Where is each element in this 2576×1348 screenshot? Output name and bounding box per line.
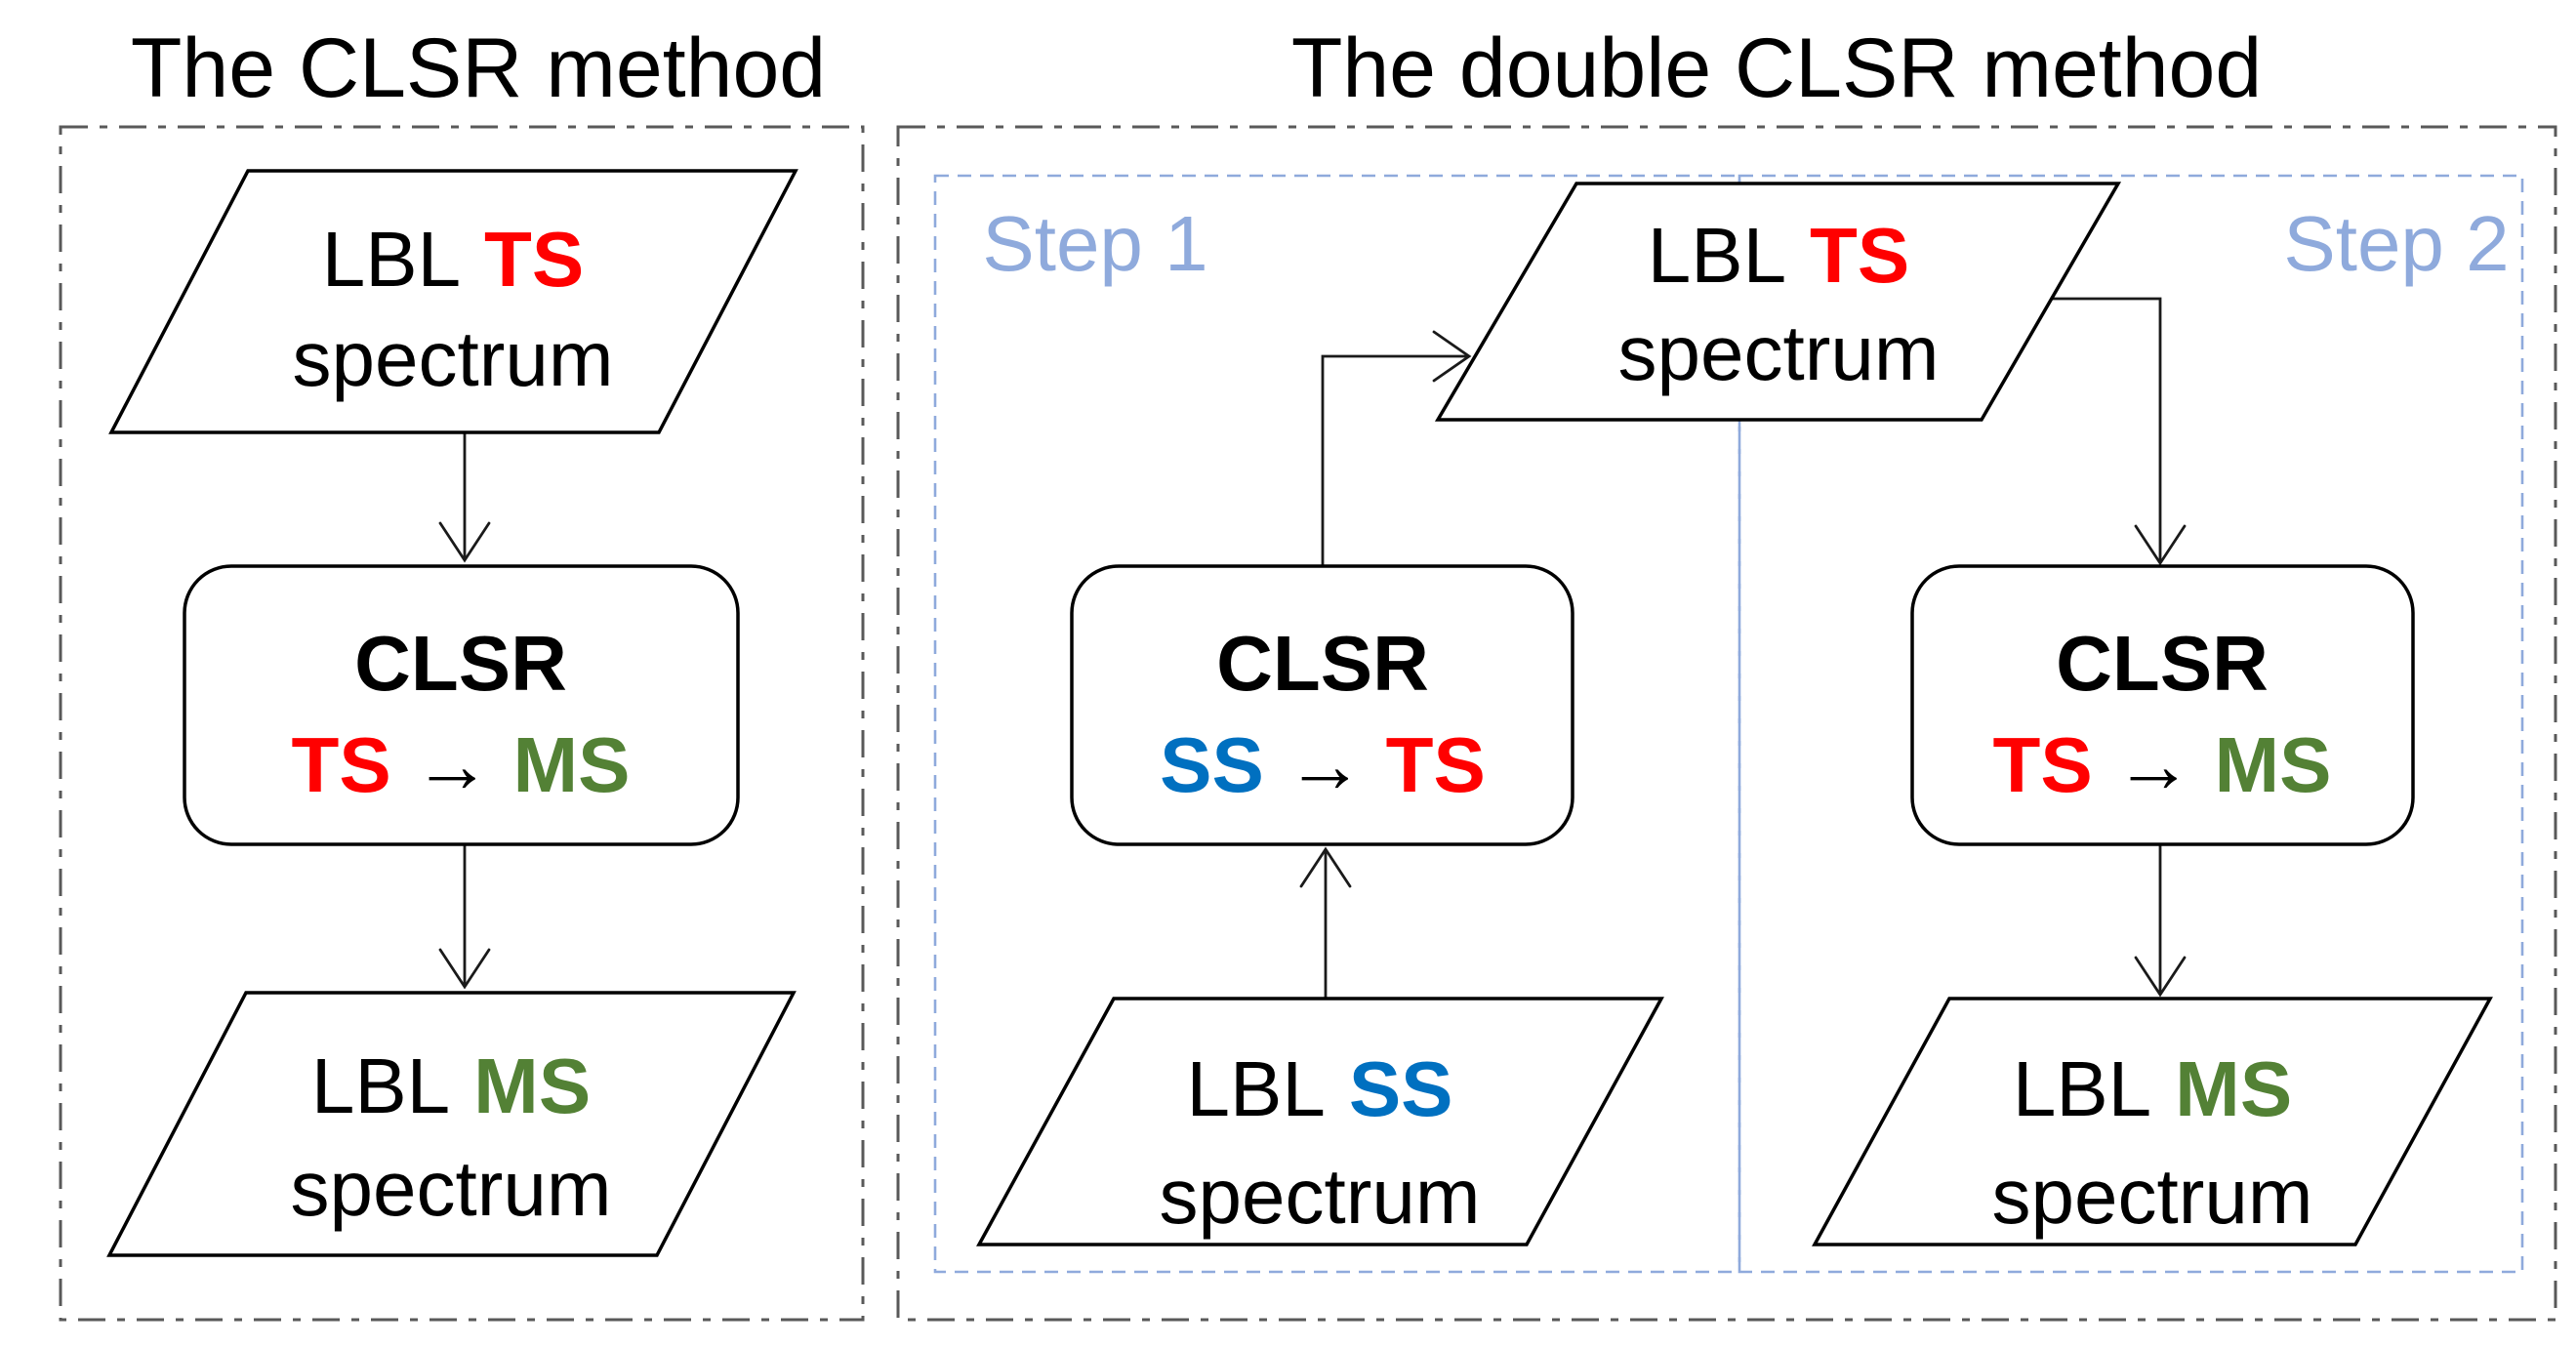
arrowhead-down-icon xyxy=(438,521,491,563)
ts-token: TS xyxy=(484,216,585,303)
connector-step1-clsr-to-shared xyxy=(1321,354,1469,566)
to-token: MS xyxy=(2214,721,2332,808)
step1-dashed-border xyxy=(933,174,1741,1274)
right-panel-title: The double CLSR method xyxy=(1290,21,2263,115)
clsr-box-step1 xyxy=(1070,564,1574,846)
clsr-left-mapping: TS→MS xyxy=(291,726,630,804)
arrowhead-down-icon xyxy=(2134,524,2187,566)
clsr-step1-name: CLSR xyxy=(1216,620,1429,707)
right-panel-dashed-border xyxy=(896,125,2557,1322)
parallelogram-lbl-ts-left xyxy=(108,169,798,434)
lbl-ms-right-line2: spectrum xyxy=(1991,1153,2313,1240)
step1-label: Step 1 xyxy=(982,200,1208,287)
arrowhead-down-icon xyxy=(438,948,491,990)
to-token: TS xyxy=(1385,721,1486,808)
arrowhead-down-icon xyxy=(2134,956,2187,998)
lbl-prefix: LBL xyxy=(1647,212,1787,299)
step2-label: Step 2 xyxy=(2283,200,2510,287)
parallelogram-lbl-ts-shared xyxy=(1434,182,2122,422)
right-arrow-icon: → xyxy=(2114,721,2193,808)
from-token: SS xyxy=(1160,721,1264,808)
ms-token: MS xyxy=(473,1042,592,1129)
lbl-ss-line2: spectrum xyxy=(1159,1153,1481,1240)
lbl-ts-left-line2: spectrum xyxy=(292,315,614,402)
to-token: MS xyxy=(512,721,631,808)
lbl-prefix: LBL xyxy=(1186,1045,1326,1132)
left-panel-title: The CLSR method xyxy=(130,21,827,115)
right-arrow-icon: → xyxy=(1286,721,1365,808)
ts-token: TS xyxy=(1810,212,1910,299)
clsr-box-step2 xyxy=(1910,564,2415,846)
arrowhead-right-icon xyxy=(1432,330,1472,383)
step2-dashed-border xyxy=(1738,174,2524,1274)
ss-token: SS xyxy=(1348,1045,1453,1132)
from-token: TS xyxy=(1992,721,2093,808)
clsr-step1-mapping: SS→TS xyxy=(1160,726,1486,804)
clsr-box-left xyxy=(183,564,740,846)
lbl-prefix: LBL xyxy=(321,216,462,303)
lbl-prefix: LBL xyxy=(2012,1045,2152,1132)
connector-shared-to-step2-clsr xyxy=(2052,297,2162,563)
ms-token: MS xyxy=(2175,1045,2293,1132)
right-arrow-icon: → xyxy=(413,721,492,808)
arrowhead-up-icon xyxy=(1299,846,1352,888)
from-token: TS xyxy=(291,721,391,808)
lbl-ts-shared-line2: spectrum xyxy=(1617,309,1940,396)
parallelogram-lbl-ms-right xyxy=(1812,997,2493,1246)
lbl-prefix: LBL xyxy=(310,1042,451,1129)
clsr-step2-name: CLSR xyxy=(2056,620,2269,707)
clsr-left-name: CLSR xyxy=(354,620,567,707)
parallelogram-lbl-ss xyxy=(976,997,1664,1246)
clsr-step2-mapping: TS→MS xyxy=(1992,726,2331,804)
parallelogram-lbl-ms-left xyxy=(106,991,797,1257)
lbl-ms-left-line2: spectrum xyxy=(290,1145,612,1232)
